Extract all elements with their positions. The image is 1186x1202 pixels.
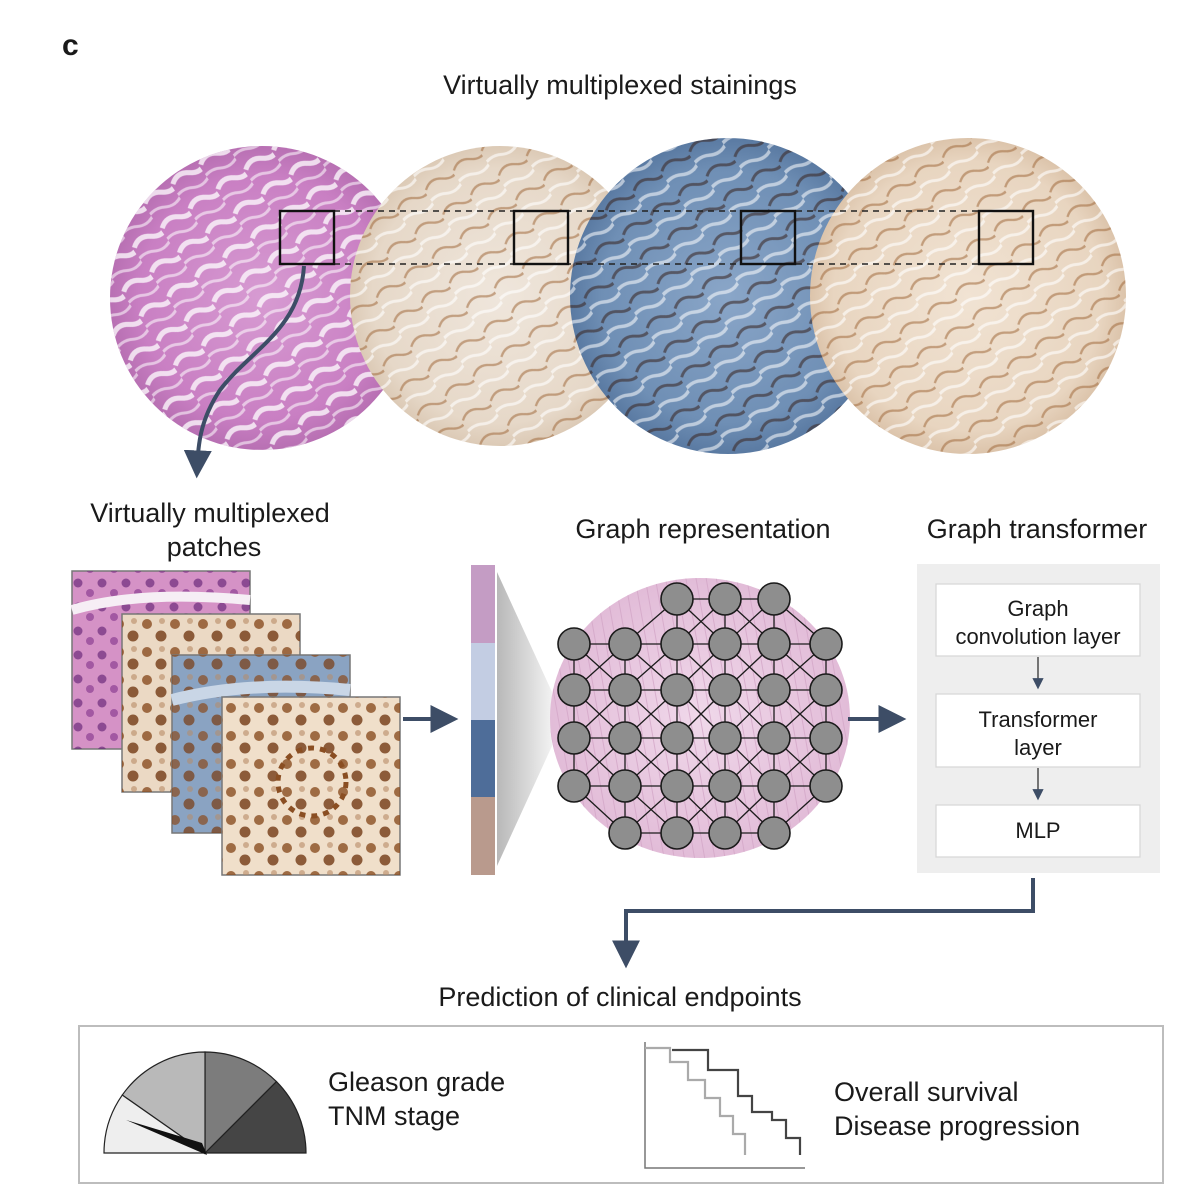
transformer-label-line1: Transformer — [979, 707, 1098, 732]
patch-extract-arrow — [183, 265, 306, 479]
graph-node — [809, 721, 843, 755]
transformer-block — [935, 693, 1141, 768]
embedding-segment-1 — [471, 565, 495, 643]
graph-node — [557, 769, 591, 803]
graph-node — [608, 769, 642, 803]
survival-curve-icon — [644, 1042, 805, 1169]
embedding-segment-3 — [471, 720, 495, 797]
graph-node — [708, 769, 742, 803]
embedding-segment-4 — [471, 797, 495, 875]
gauge-segment-3 — [204, 1051, 278, 1155]
patch-selection — [278, 209, 1035, 266]
ihc-core-1 — [350, 146, 650, 446]
gcn-block — [935, 583, 1141, 657]
graph-node — [660, 816, 694, 850]
stainings-title: Virtually multiplexed stainings — [443, 70, 797, 100]
gcn-label-line1: Graph — [1007, 596, 1068, 621]
graph-node — [660, 721, 694, 755]
graph-node — [660, 769, 694, 803]
graph-node — [660, 627, 694, 661]
panel-label: c — [62, 29, 79, 62]
graph-node — [608, 673, 642, 707]
gauge-icon — [103, 1051, 307, 1155]
graph-node — [660, 673, 694, 707]
transformer-label-line2: layer — [1014, 735, 1062, 760]
graph-node — [708, 627, 742, 661]
graph-nodes — [557, 582, 843, 850]
patch-box-ihc1 — [512, 209, 570, 266]
graph-node — [757, 582, 791, 616]
graph-node — [557, 627, 591, 661]
gauge-segment-2 — [121, 1051, 206, 1155]
graph-node — [809, 673, 843, 707]
graph-node — [757, 769, 791, 803]
graph-node — [757, 627, 791, 661]
graph-node — [708, 582, 742, 616]
graph-node — [708, 673, 742, 707]
patches-title-line2: patches — [167, 532, 262, 562]
tnm-stage-label: TNM stage — [328, 1101, 460, 1131]
embedding-segment-2 — [471, 643, 495, 720]
arrow-to-prediction — [612, 878, 1035, 969]
patch-box-ihc3 — [977, 209, 1035, 266]
graph-node — [608, 816, 642, 850]
graph-node — [608, 721, 642, 755]
graph-node — [608, 627, 642, 661]
ihc-core-3 — [810, 138, 1126, 454]
patch-box-ihc2 — [739, 209, 797, 266]
ihc-core-2 — [570, 138, 886, 454]
graph-node — [708, 816, 742, 850]
disease-progression-label: Disease progression — [834, 1111, 1080, 1141]
patches-title-line1: Virtually multiplexed — [90, 498, 330, 528]
prediction-title: Prediction of clinical endpoints — [438, 982, 801, 1012]
graph-node — [708, 721, 742, 755]
overall-survival-label: Overall survival — [834, 1077, 1019, 1107]
transformer-panel: Graph convolution layer Transformer laye… — [917, 564, 1160, 873]
graph-transformer-title: Graph transformer — [927, 514, 1148, 544]
patch-box-he — [278, 209, 336, 266]
graph-node — [757, 816, 791, 850]
graph-node — [557, 721, 591, 755]
mlp-block — [935, 804, 1141, 858]
projection-cone — [497, 572, 552, 866]
gauge-needle — [126, 1120, 207, 1155]
graph-node — [757, 673, 791, 707]
he-core — [110, 146, 414, 450]
patch-stack — [70, 570, 401, 876]
graph-node — [809, 769, 843, 803]
embedding-bar — [471, 565, 495, 875]
stained-cores — [110, 138, 1126, 454]
graph-node — [557, 673, 591, 707]
patch-ihc3 — [221, 696, 401, 876]
graph-node — [660, 582, 694, 616]
graph-node — [809, 627, 843, 661]
gcn-label-line2: convolution layer — [955, 624, 1120, 649]
gleason-grade-label: Gleason grade — [328, 1067, 505, 1097]
graph-node — [757, 721, 791, 755]
mlp-label: MLP — [1015, 818, 1060, 843]
graph-representation-title: Graph representation — [575, 514, 830, 544]
gauge-segment-4 — [203, 1080, 307, 1154]
